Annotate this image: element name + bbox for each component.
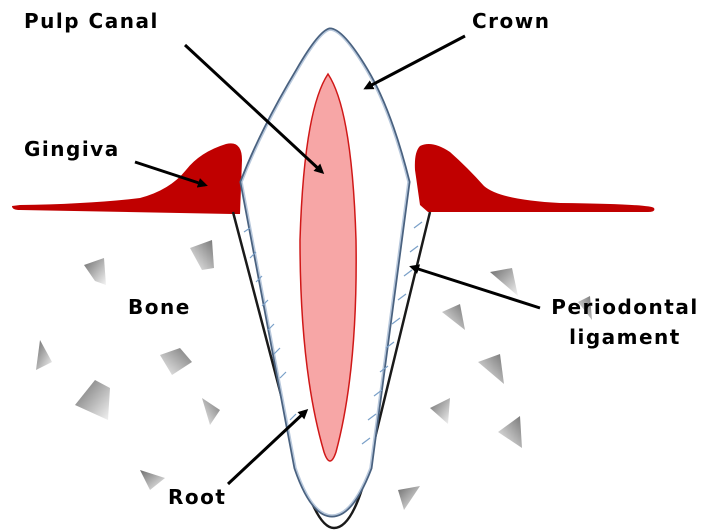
- bone-fragment: [36, 340, 52, 370]
- bone-fragment: [498, 416, 522, 448]
- label-periodontal-line2: ligament: [540, 324, 710, 350]
- bone-fragment: [140, 470, 165, 490]
- label-pulp-canal: Pulp Canal: [24, 8, 159, 34]
- bone-fragment: [478, 354, 504, 384]
- bone-fragment: [75, 380, 110, 420]
- label-gingiva: Gingiva: [24, 136, 120, 162]
- bone-fragment: [202, 398, 220, 425]
- gingiva-right: [415, 144, 655, 212]
- bone-fragment: [160, 348, 192, 375]
- label-root: Root: [168, 484, 226, 510]
- label-crown: Crown: [472, 8, 551, 34]
- arrow-crown: [366, 36, 465, 88]
- label-periodontal-line1: Periodontal: [540, 294, 710, 320]
- bone-fragment: [442, 304, 465, 330]
- bone-fragment: [398, 486, 420, 510]
- arrow-periodontal: [412, 267, 540, 308]
- label-bone: Bone: [128, 294, 191, 320]
- bone-fragment: [430, 398, 450, 424]
- bone-fragment: [190, 240, 214, 270]
- bone-fragment: [84, 258, 106, 285]
